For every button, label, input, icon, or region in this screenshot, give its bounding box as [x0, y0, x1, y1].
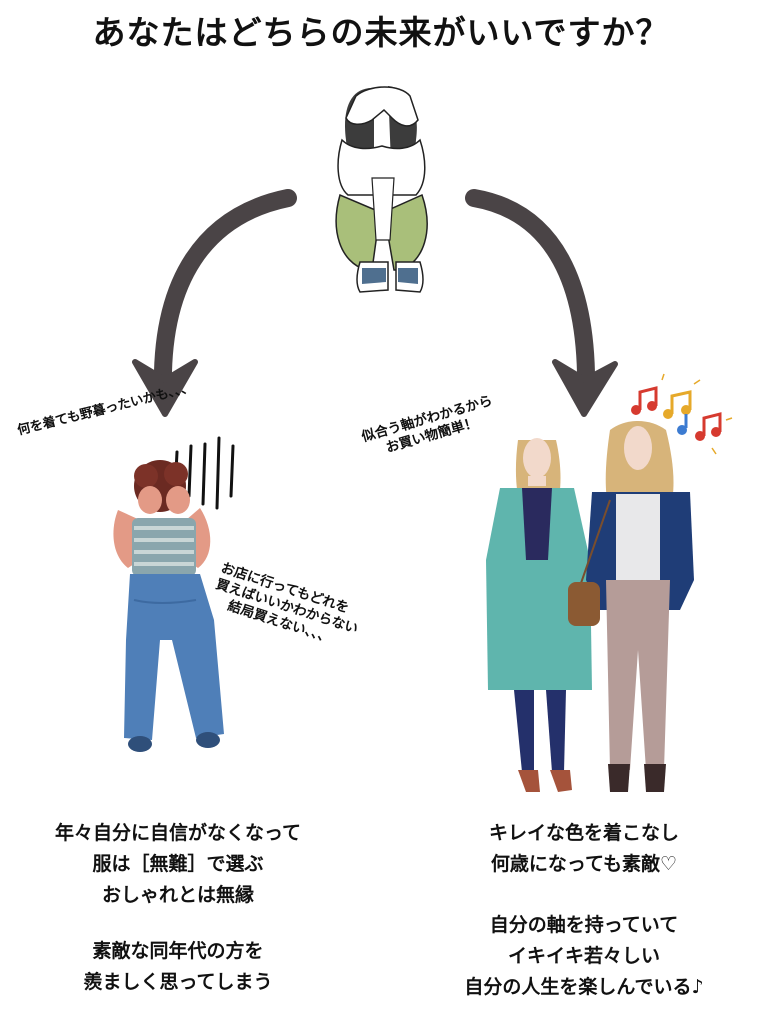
stressed-woman-figure [113, 436, 235, 752]
right-desc-line-2: 何歳になっても素敵♡ [490, 852, 678, 875]
right-curved-arrow-icon [465, 189, 618, 417]
left-desc-line-5: 羨ましく思ってしまう [83, 970, 273, 993]
music-notes-icon [631, 373, 733, 455]
right-description-block-2: 自分の軸を持っていて イキイキ若々しい 自分の人生を楽しんでいる♪ [414, 910, 754, 1002]
happy-women-figure [486, 421, 694, 792]
left-desc-line-1: 年々自分に自信がなくなって [54, 822, 302, 844]
right-description-block-1: キレイな色を着こなし 何歳になっても素敵♡ [414, 818, 754, 880]
left-curved-arrow-icon [132, 189, 297, 417]
left-description-block-2: 素敵な同年代の方を 羨ましく思ってしまう [8, 936, 348, 998]
right-desc-line-5: 自分の人生を楽しんでいる♪ [464, 975, 704, 998]
right-desc-line-3: 自分の軸を持っていて [489, 914, 679, 936]
left-desc-line-4: 素敵な同年代の方を [92, 940, 264, 962]
left-desc-line-3: おしゃれとは無縁 [101, 883, 254, 906]
page-title: あなたはどちらの未来がいいですか？ [92, 13, 670, 52]
right-desc-line-1: キレイな色を着こなし [488, 822, 679, 844]
left-description-block-1: 年々自分に自信がなくなって 服は［無難］で選ぶ おしゃれとは無縁 [8, 818, 348, 910]
left-desc-line-2: 服は［無難］で選ぶ [92, 852, 264, 875]
sad-woman-figure [335, 86, 428, 293]
right-desc-line-4: イキイキ若々しい [507, 944, 660, 967]
